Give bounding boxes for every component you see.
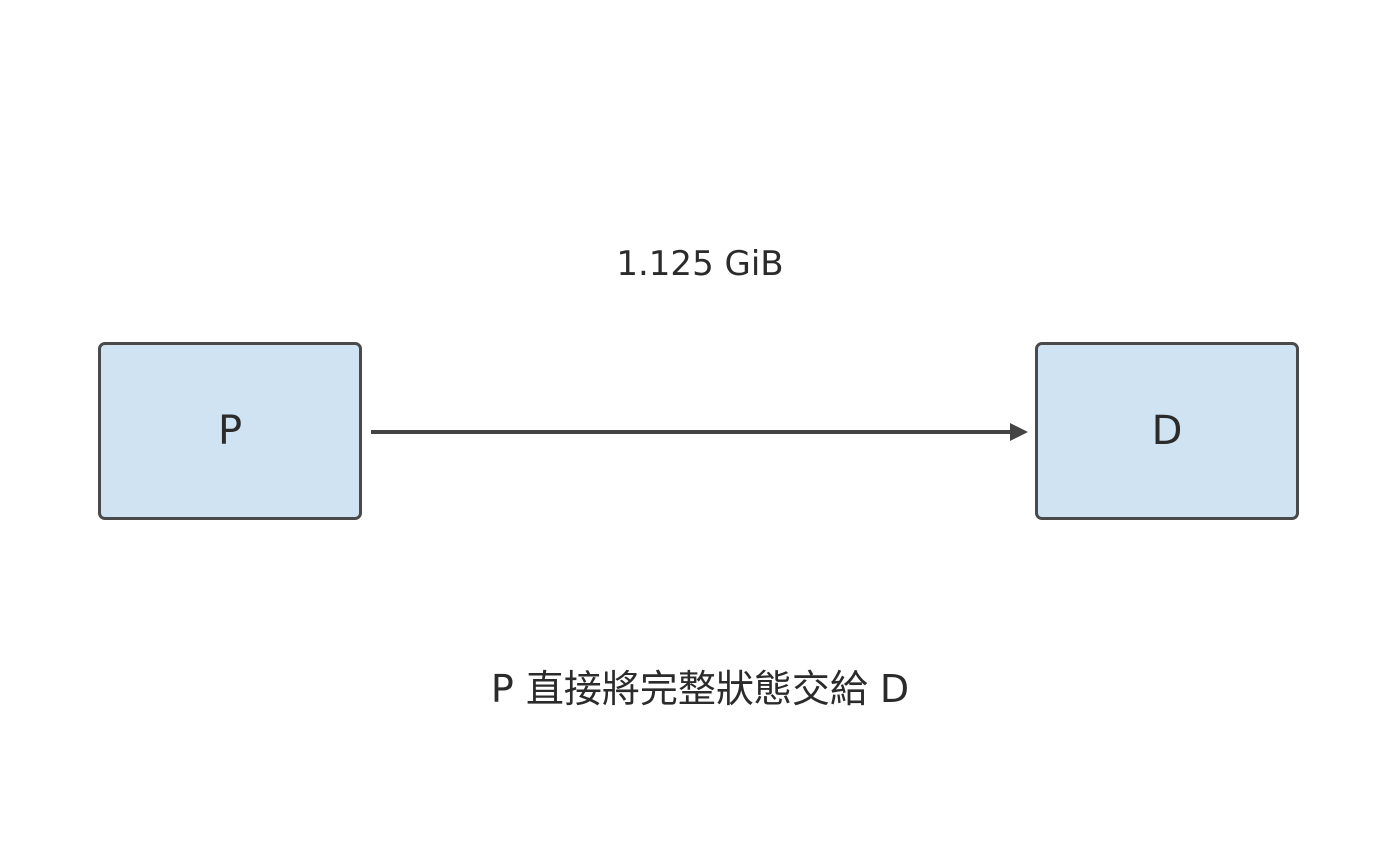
node-d: D xyxy=(1035,342,1299,520)
edge-label-transfer-size: 1.125 GiB xyxy=(616,244,784,284)
diagram-caption: P 直接將完整狀態交給 D xyxy=(490,667,910,711)
node-p-label: P xyxy=(217,408,243,454)
arrowhead-icon xyxy=(1010,423,1028,441)
node-p: P xyxy=(98,342,362,520)
node-d-label: D xyxy=(1151,408,1183,454)
